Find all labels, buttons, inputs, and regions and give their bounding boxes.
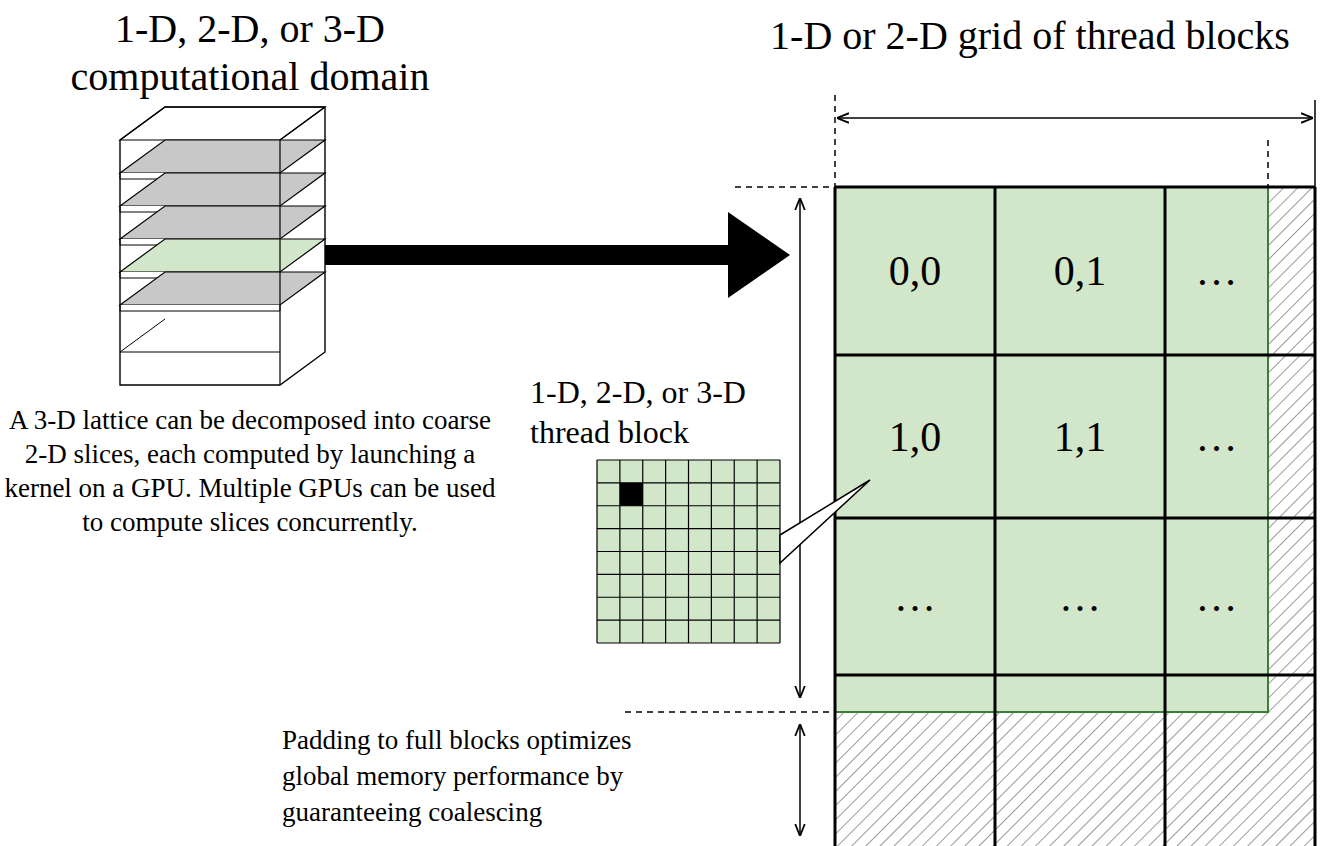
thread-grid: [835, 354, 1315, 357]
lattice-stack: [280, 107, 325, 140]
thread-block-grid: [597, 574, 780, 575]
thread-grid: [835, 712, 1315, 846]
flow-arrow: [325, 212, 790, 298]
thread-grid: [835, 674, 1315, 677]
lattice-domain: 1-D, 2-D, or 3-D computational domain: [120, 107, 325, 385]
thread-block-cell: …: [835, 518, 995, 675]
thread-block-cell: …: [1165, 518, 1268, 675]
padding-note: Padding to full blocks optimizes global …: [282, 722, 702, 830]
thread-block-cell: …: [1165, 187, 1268, 355]
arrow-head: [728, 212, 790, 298]
caption-note: A 3-D lattice can be decomposed into coa…: [0, 403, 500, 539]
node-heading: 1-D, 2-D, or 3-D computational domain: [0, 5, 500, 101]
lattice-stack: [120, 206, 325, 239]
thread-grid: [835, 187, 1315, 846]
block-index: 1,1: [995, 413, 1165, 459]
thread-block-grid: [597, 460, 780, 643]
dimension-lines: [735, 186, 835, 188]
thread-block-grid: [597, 642, 780, 643]
thread-grid: [1268, 187, 1315, 712]
block-index: …: [1165, 413, 1268, 459]
dimension-lines: [799, 724, 801, 836]
lattice-stack: [120, 319, 165, 352]
thread-block-grid: [597, 620, 780, 621]
thread-block-grid: [597, 460, 780, 643]
node-heading: 1-D or 2-D grid of thread blocks: [730, 12, 1330, 60]
block-index: 1,0: [835, 413, 995, 459]
node-heading: 1-D, 2-D, or 3-D thread block: [530, 372, 800, 452]
thread-block-cell: 1,0: [835, 355, 995, 518]
lattice-stack: [120, 305, 280, 311]
thread-grid: [835, 187, 1268, 712]
thread-block-cell: …: [995, 518, 1165, 675]
thread-block-grid: [620, 483, 643, 506]
dimension-lines: [1267, 140, 1269, 187]
dimension-lines: [837, 117, 1313, 119]
thread-block-grid: [757, 460, 758, 643]
block-index: …: [1165, 248, 1268, 294]
lattice-stack: [120, 352, 280, 353]
dimension-lines: [625, 711, 835, 713]
thread-block: 1-D, 2-D, or 3-D thread block: [597, 460, 780, 643]
block-index: …: [835, 573, 995, 619]
dimension-lines: [834, 95, 836, 187]
thread-block-grid: [597, 551, 780, 552]
thread-block-cell: 0,1: [995, 187, 1165, 355]
lattice-stack: [120, 107, 325, 140]
arrow-shaft: [325, 245, 730, 265]
dimension-lines: [799, 198, 801, 698]
thread-block-grid: 1-D or 2-D grid of thread blocks0,00,1…1…: [835, 187, 1315, 846]
lattice-stack: [120, 107, 325, 385]
lattice-stack: [279, 140, 280, 385]
block-index: 0,1: [995, 248, 1165, 294]
thread-block-cell: 1,1: [995, 355, 1165, 518]
thread-grid: [835, 517, 1315, 520]
thread-grid: [835, 187, 1315, 846]
callout-wedge: [780, 480, 870, 563]
lattice-stack: [120, 107, 325, 385]
lattice-stack: [120, 173, 325, 206]
block-index: …: [1165, 573, 1268, 619]
lattice-stack: [120, 272, 325, 305]
thread-block-grid: [711, 460, 712, 643]
lattice-stack: [120, 239, 325, 272]
block-index: …: [995, 573, 1165, 619]
thread-grid: [835, 186, 1315, 189]
callout-wedge: [780, 480, 870, 563]
block-index: 0,0: [835, 248, 995, 294]
dimension-lines: [1314, 100, 1316, 187]
lattice-stack: [120, 140, 325, 173]
thread-block-cell: 0,0: [835, 187, 995, 355]
thread-block-grid: [734, 460, 735, 643]
thread-block-cell: …: [1165, 355, 1268, 518]
thread-grid: [835, 187, 1268, 712]
thread-block-grid: [597, 597, 780, 598]
